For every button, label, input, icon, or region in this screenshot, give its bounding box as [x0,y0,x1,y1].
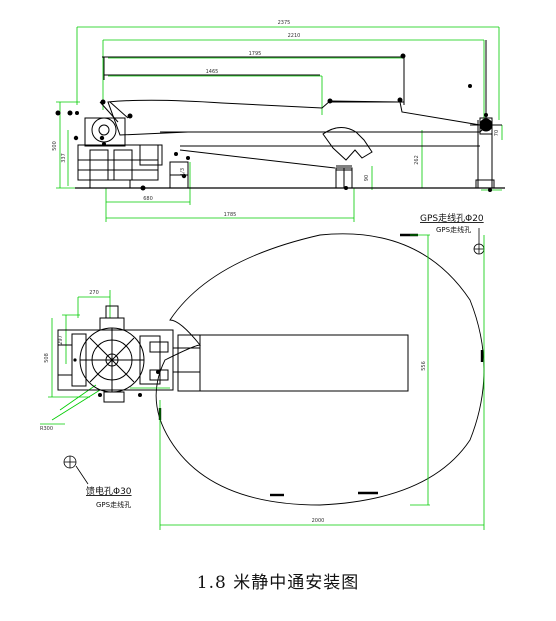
dim-left-inner-height: 337 [61,153,67,163]
dim-plate-width: 270 [89,290,99,296]
dim-small-height: 1/3 [180,168,186,176]
power-hole-label: 馈电孔Φ30 [86,485,132,497]
top-mechanism [57,305,200,403]
dim-arm-width: 556 [421,361,427,371]
dish-outline [155,233,485,506]
arm-outline [177,334,409,392]
figure-caption: 1.8 米静中通安装图 [196,573,360,593]
dim-plate-height: 297 [58,335,64,345]
dim-right-height: 262 [414,155,420,165]
dim-small-label: R300 [40,426,53,432]
gps-hole-sublabel: GPS走线孔 [436,225,471,234]
side-dimension-lines [56,26,503,222]
power-hole-sublabel: GPS走线孔 [96,500,131,509]
side-view [55,26,505,222]
power-hole-marker [63,455,89,485]
dim-bottom-length: 1785 [224,212,237,218]
top-dimension-lines [40,234,485,530]
dim-left-height-top: 508 [44,353,50,363]
reference-dots [55,53,492,192]
dish-tick-marks [158,233,484,497]
dim-upper-length: 1465 [206,69,219,75]
dim-base-width: 680 [143,196,153,202]
dim-dish-diameter: 2000 [312,518,325,524]
dim-overall-width: 2375 [278,20,291,26]
dim-boom-length: 1795 [249,51,262,57]
top-reference-dots [73,358,160,397]
top-view [40,233,485,530]
dim-post-width: 70 [494,130,500,136]
gps-hole-label: GPS走线孔Φ20 [420,212,484,224]
dim-second-width: 2210 [288,33,301,39]
dim-foot-height: 90 [364,175,370,181]
gps-hole-marker [473,228,485,255]
left-mechanism [77,101,189,189]
dim-left-height: 500 [52,141,58,151]
